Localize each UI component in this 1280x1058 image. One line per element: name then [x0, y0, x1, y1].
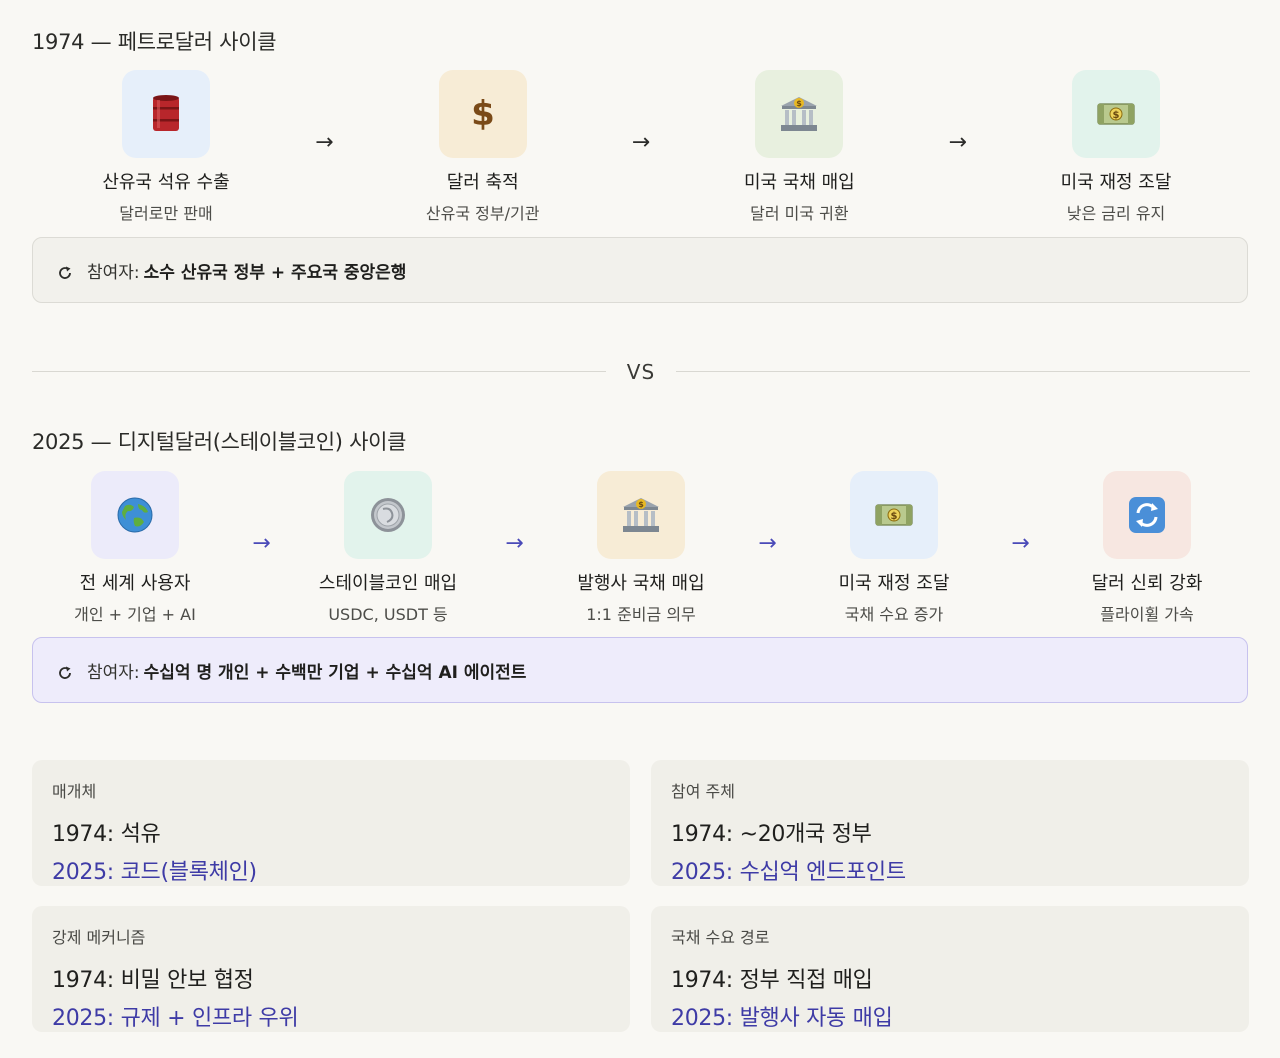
- divider-line: [32, 371, 606, 372]
- step-subtitle: 달러로만 판매: [119, 204, 213, 223]
- step-title: 산유국 석유 수출: [102, 172, 230, 193]
- comparison-card-demand-path: 국채 수요 경로 1974: 정부 직접 매입 2025: 발행사 자동 매입: [651, 906, 1249, 1032]
- comparison-card-medium: 매개체 1974: 석유 2025: 코드(블록체인): [32, 760, 630, 886]
- card-1974-line: 1974: 비밀 안보 협정: [52, 968, 254, 993]
- step-subtitle: 산유국 정부/기관: [425, 204, 540, 223]
- card-2025-line: 2025: 발행사 자동 매입: [671, 1006, 893, 1031]
- banknote-icon-box: $: [1072, 70, 1161, 158]
- step-subtitle: 국채 수요 증가: [844, 605, 944, 624]
- card-label: 참여 주체: [671, 782, 735, 801]
- petrodollar-flow: 산유국 석유 수출 달러로만 판매 → $ 달러 축적 산유국 정부/기관 → …: [32, 70, 1250, 224]
- participants-box-1974: 참여자: 소수 산유국 정부 + 주요국 중앙은행: [32, 237, 1248, 303]
- arrow-icon: →: [948, 130, 967, 155]
- stablecoin-flow: 전 세계 사용자 개인 + 기업 + AI → 스테이블코인 매입 USDC, …: [32, 471, 1250, 625]
- participants-text: 수십억 명 개인 + 수백만 기업 + 수십억 AI 에이전트: [143, 662, 527, 683]
- step-subtitle: 플라이휠 가속: [1100, 605, 1194, 624]
- comparison-card-enforcement: 강제 메커니즘 1974: 비밀 안보 협정 2025: 규제 + 인프라 우위: [32, 906, 630, 1032]
- step-title: 미국 국채 매입: [743, 172, 855, 193]
- comparison-card-participants: 참여 주체 1974: ~20개국 정부 2025: 수십억 엔드포인트: [651, 760, 1249, 886]
- bank-icon: $: [781, 97, 818, 131]
- card-1974-line: 1974: ~20개국 정부: [671, 822, 872, 847]
- flow-step: $ 미국 재정 조달 국채 수요 증가: [791, 471, 997, 625]
- participants-text: 소수 산유국 정부 + 주요국 중앙은행: [143, 262, 407, 283]
- card-2025-line: 2025: 수십억 엔드포인트: [671, 860, 906, 885]
- flow-step: 산유국 석유 수출 달러로만 판매: [32, 70, 300, 224]
- dollar-sign-icon: $: [471, 94, 495, 134]
- bank-icon: $: [623, 498, 659, 532]
- banknote-icon: $: [875, 504, 913, 526]
- oil-barrel-icon: [153, 95, 179, 131]
- banknote-icon-box: $: [850, 471, 938, 559]
- arrow-icon: →: [252, 531, 271, 556]
- globe-icon: [117, 497, 153, 533]
- svg-text:$: $: [471, 94, 495, 134]
- cycle-icon: [59, 266, 71, 279]
- step-title: 미국 재정 조달: [838, 573, 950, 594]
- arrow-icon: →: [505, 531, 524, 556]
- bank-icon-box: $: [597, 471, 685, 559]
- top-section-title: 1974 — 페트로달러 사이클: [32, 30, 277, 54]
- refresh-icon: [1129, 497, 1165, 533]
- card-label: 강제 메커니즘: [52, 928, 146, 947]
- step-subtitle: USDC, USDT 등: [328, 605, 448, 624]
- globe-icon-box: [91, 471, 179, 559]
- step-title: 달러 축적: [446, 172, 519, 193]
- participants-label: 참여자:: [87, 262, 140, 283]
- flow-step: $ 달러 축적 산유국 정부/기관: [349, 70, 617, 224]
- flow-step: $ 미국 국채 매입 달러 미국 귀환: [665, 70, 933, 224]
- step-subtitle: 낮은 금리 유지: [1066, 204, 1166, 223]
- bottom-section-title: 2025 — 디지털달러(스테이블코인) 사이클: [32, 430, 407, 454]
- flow-step: 전 세계 사용자 개인 + 기업 + AI: [32, 471, 238, 625]
- arrow-icon: →: [315, 130, 334, 155]
- card-label: 매개체: [52, 782, 97, 801]
- card-label: 국채 수요 경로: [671, 928, 770, 947]
- divider-line: [676, 371, 1250, 372]
- flow-step: $ 미국 재정 조달 낮은 금리 유지: [982, 70, 1250, 224]
- step-title: 전 세계 사용자: [79, 573, 191, 594]
- banknote-icon: $: [1097, 103, 1135, 125]
- coin-icon: [371, 498, 405, 532]
- step-subtitle: 1:1 준비금 의무: [586, 605, 696, 624]
- cycle-icon: [59, 666, 71, 679]
- vs-divider: VS: [32, 360, 1250, 384]
- participants-label: 참여자:: [87, 662, 140, 683]
- arrow-icon: →: [758, 531, 777, 556]
- flow-step: 스테이블코인 매입 USDC, USDT 등: [285, 471, 491, 625]
- coin-icon-box: [344, 471, 432, 559]
- step-title: 스테이블코인 매입: [318, 573, 458, 594]
- flow-step: 달러 신뢰 강화 플라이휠 가속: [1044, 471, 1250, 625]
- vs-label: VS: [626, 360, 656, 384]
- card-1974-line: 1974: 석유: [52, 822, 161, 847]
- flow-step: $ 발행사 국채 매입 1:1 준비금 의무: [538, 471, 744, 625]
- arrow-icon: →: [1011, 531, 1030, 556]
- step-title: 발행사 국채 매입: [577, 573, 705, 594]
- card-2025-line: 2025: 코드(블록체인): [52, 860, 257, 885]
- arrow-icon: →: [631, 130, 651, 155]
- participants-box-2025: 참여자: 수십억 명 개인 + 수백만 기업 + 수십억 AI 에이전트: [32, 637, 1248, 703]
- oil-barrel-icon-box: [122, 70, 210, 158]
- svg-text:$: $: [638, 500, 644, 509]
- step-title: 달러 신뢰 강화: [1091, 573, 1203, 594]
- svg-text:$: $: [1113, 110, 1120, 121]
- svg-text:$: $: [891, 511, 898, 522]
- svg-text:$: $: [797, 99, 803, 108]
- bank-icon-box: $: [755, 70, 844, 158]
- step-title: 미국 재정 조달: [1060, 172, 1172, 193]
- step-subtitle: 개인 + 기업 + AI: [74, 605, 196, 624]
- refresh-icon-box: [1103, 471, 1191, 559]
- step-subtitle: 달러 미국 귀환: [750, 204, 849, 223]
- dollar-icon-box: $: [438, 70, 527, 158]
- card-1974-line: 1974: 정부 직접 매입: [671, 968, 873, 993]
- card-2025-line: 2025: 규제 + 인프라 우위: [52, 1006, 299, 1031]
